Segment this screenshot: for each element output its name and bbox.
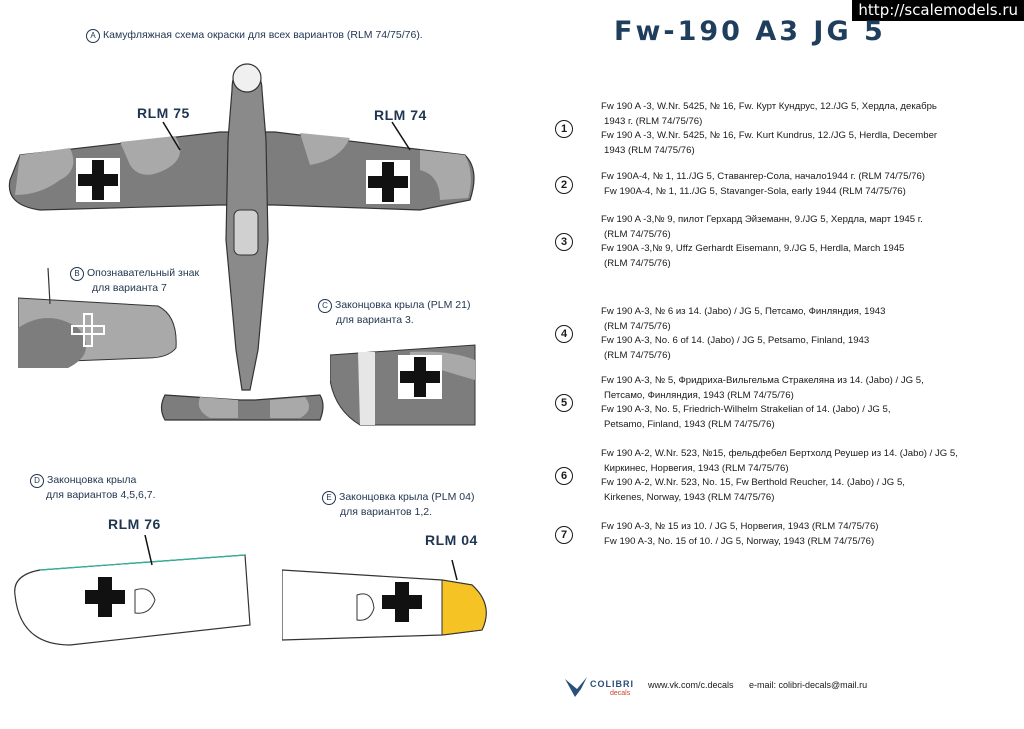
variant-line: Fw 190A -3,№ 9, Uffz Gerhardt Eisemann, … <box>601 243 905 254</box>
outline-cross <box>71 313 105 347</box>
variant-line: Fw 190 A-3, No. 15 of 10. / JG 5, Norway… <box>604 535 875 547</box>
variant-line: Kirkenes, Norway, 1943 (RLM 74/75/76) <box>604 491 775 503</box>
caption-d-line1: Законцовка крыла <box>47 474 137 486</box>
variant-lines: Fw 190A-4, № 1, 11./JG 5, Ставангер-Сола… <box>601 170 1001 199</box>
variant-line: Fw 190 A-3, No. 6 of 14. (Jabo) / JG 5, … <box>601 335 870 346</box>
email-link[interactable]: e-mail: colibri-decals@mail.ru <box>749 680 868 690</box>
logo-name: COLIBRI <box>590 679 634 689</box>
variant-line: (RLM 74/75/76) <box>604 228 671 240</box>
caption-c-letter: C <box>318 299 332 313</box>
variant-line: 1943 г. (RLM 74/75/76) <box>604 115 703 127</box>
detail-b-wing <box>18 268 177 368</box>
caption-b-letter: B <box>70 267 84 281</box>
yellow-wingtip <box>441 579 487 636</box>
variant-line: (RLM 74/75/76) <box>604 320 671 332</box>
variant-number: 5 <box>555 394 573 412</box>
label-rlm75: RLM 75 <box>137 105 190 121</box>
caption-e-line1: Законцовка крыла (PLM 04) <box>339 491 475 503</box>
variant-lines: Fw 190 A-3, № 6 из 14. (Jabo) / JG 5, Пе… <box>601 305 1001 363</box>
caption-b-line2: для варианта 7 <box>92 282 167 294</box>
vk-link[interactable]: www.vk.com/c.decals <box>648 680 734 690</box>
variant-line: Fw 190 A-2, W.Nr. 523, №15, фельдфебел Б… <box>601 448 958 459</box>
watermark: http://scalemodels.ru <box>852 0 1024 21</box>
aircraft-top-view <box>8 63 475 421</box>
balkenkreuz-left <box>76 158 120 202</box>
variant-number: 7 <box>555 525 573 544</box>
detail-c-wing <box>330 344 476 426</box>
variant-line: Fw 190 A-3, № 6 из 14. (Jabo) / JG 5, Пе… <box>601 306 886 317</box>
label-rlm04: RLM 04 <box>425 532 478 548</box>
variant-number: 1 <box>555 120 573 138</box>
variant-lines: Fw 190 A-3, № 5, Фридриха-Вильгельма Стр… <box>601 374 1001 432</box>
page-title: Fw-190 A3 JG 5 <box>614 16 886 47</box>
spinner <box>232 63 262 93</box>
variant-line: Fw 190 A-3, № 15 из 10. / JG 5, Норвегия… <box>601 521 879 532</box>
variant-line: Fw 190 A -3,№ 9, пилот Герхард Эйземанн,… <box>601 214 923 225</box>
tailplane-camo <box>198 397 309 418</box>
variant-line: Fw 190 A-2, W.Nr. 523, No. 15, Fw Bertho… <box>601 477 905 488</box>
variant-line: Fw 190 A -3, W.Nr. 5425, № 16, Fw. Kurt … <box>601 130 938 141</box>
variant-lines: Fw 190 A-2, W.Nr. 523, №15, фельдфебел Б… <box>601 447 1001 505</box>
detail-e-wing <box>282 559 487 641</box>
variant-line: (RLM 74/75/76) <box>604 349 671 361</box>
wing-camo-light-right <box>300 133 471 200</box>
wing-camo-light-left <box>15 136 180 195</box>
variant-line: Fw 190 A-3, No. 5, Friedrich-Wilhelm Str… <box>601 404 891 415</box>
variant-line: Petsamo, Finland, 1943 (RLM 74/75/76) <box>604 418 775 430</box>
label-rlm76: RLM 76 <box>108 516 161 532</box>
variant-line: Fw 190 A-3, № 5, Фридриха-Вильгельма Стр… <box>601 375 924 386</box>
variant-line: Fw 190A-4, № 1, 11./JG 5, Stavanger-Sola… <box>604 185 906 197</box>
caption-e-line2: для вариантов 1,2. <box>340 506 433 518</box>
caption-a-letter: A <box>86 29 100 43</box>
label-rlm74: RLM 74 <box>374 107 427 123</box>
variant-number: 2 <box>555 175 573 194</box>
variant-number: 4 <box>555 325 573 343</box>
caption-b-line1: Опознавательный знак <box>87 267 200 279</box>
balkenkreuz-right <box>366 160 410 204</box>
variant-lines: Fw 190 A -3,№ 9, пилот Герхард Эйземанн,… <box>601 213 1001 271</box>
detail-e-cross <box>382 582 422 622</box>
variant-line: 1943 (RLM 74/75/76) <box>604 144 695 156</box>
variant-line: Киркинес, Норвегия, 1943 (RLM 74/75/76) <box>604 462 789 474</box>
caption-a-text: Камуфляжная схема окраски для всех вариа… <box>103 29 423 41</box>
cockpit <box>233 209 259 256</box>
detail-c-cross <box>398 355 442 399</box>
caption-e-letter: E <box>322 491 336 505</box>
variant-line: (RLM 74/75/76) <box>604 257 671 269</box>
caption-d-letter: D <box>30 474 44 488</box>
detail-d-cross <box>85 577 125 617</box>
colibri-logo-icon <box>565 677 587 697</box>
detail-d-wing <box>14 535 251 646</box>
variant-number: 3 <box>555 233 573 251</box>
variant-number: 6 <box>555 467 573 485</box>
variant-line: Fw 190 A -3, W.Nr. 5425, № 16, Fw. Курт … <box>601 101 937 112</box>
caption-c-line1: Законцовка крыла (PLM 21) <box>335 299 471 311</box>
variant-lines: Fw 190 A-3, № 15 из 10. / JG 5, Норвегия… <box>601 520 1001 549</box>
logo-sub: decals <box>610 690 631 697</box>
variant-line: Fw 190A-4, № 1, 11./JG 5, Ставангер-Сола… <box>601 171 925 182</box>
caption-c-line2: для варианта 3. <box>336 314 414 326</box>
caption-d-line2: для вариантов 4,5,6,7. <box>46 489 156 501</box>
variant-lines: Fw 190 A -3, W.Nr. 5425, № 16, Fw. Курт … <box>601 100 1001 158</box>
variant-line: Петсамо, Финляндия, 1943 (RLM 74/75/76) <box>604 389 794 401</box>
